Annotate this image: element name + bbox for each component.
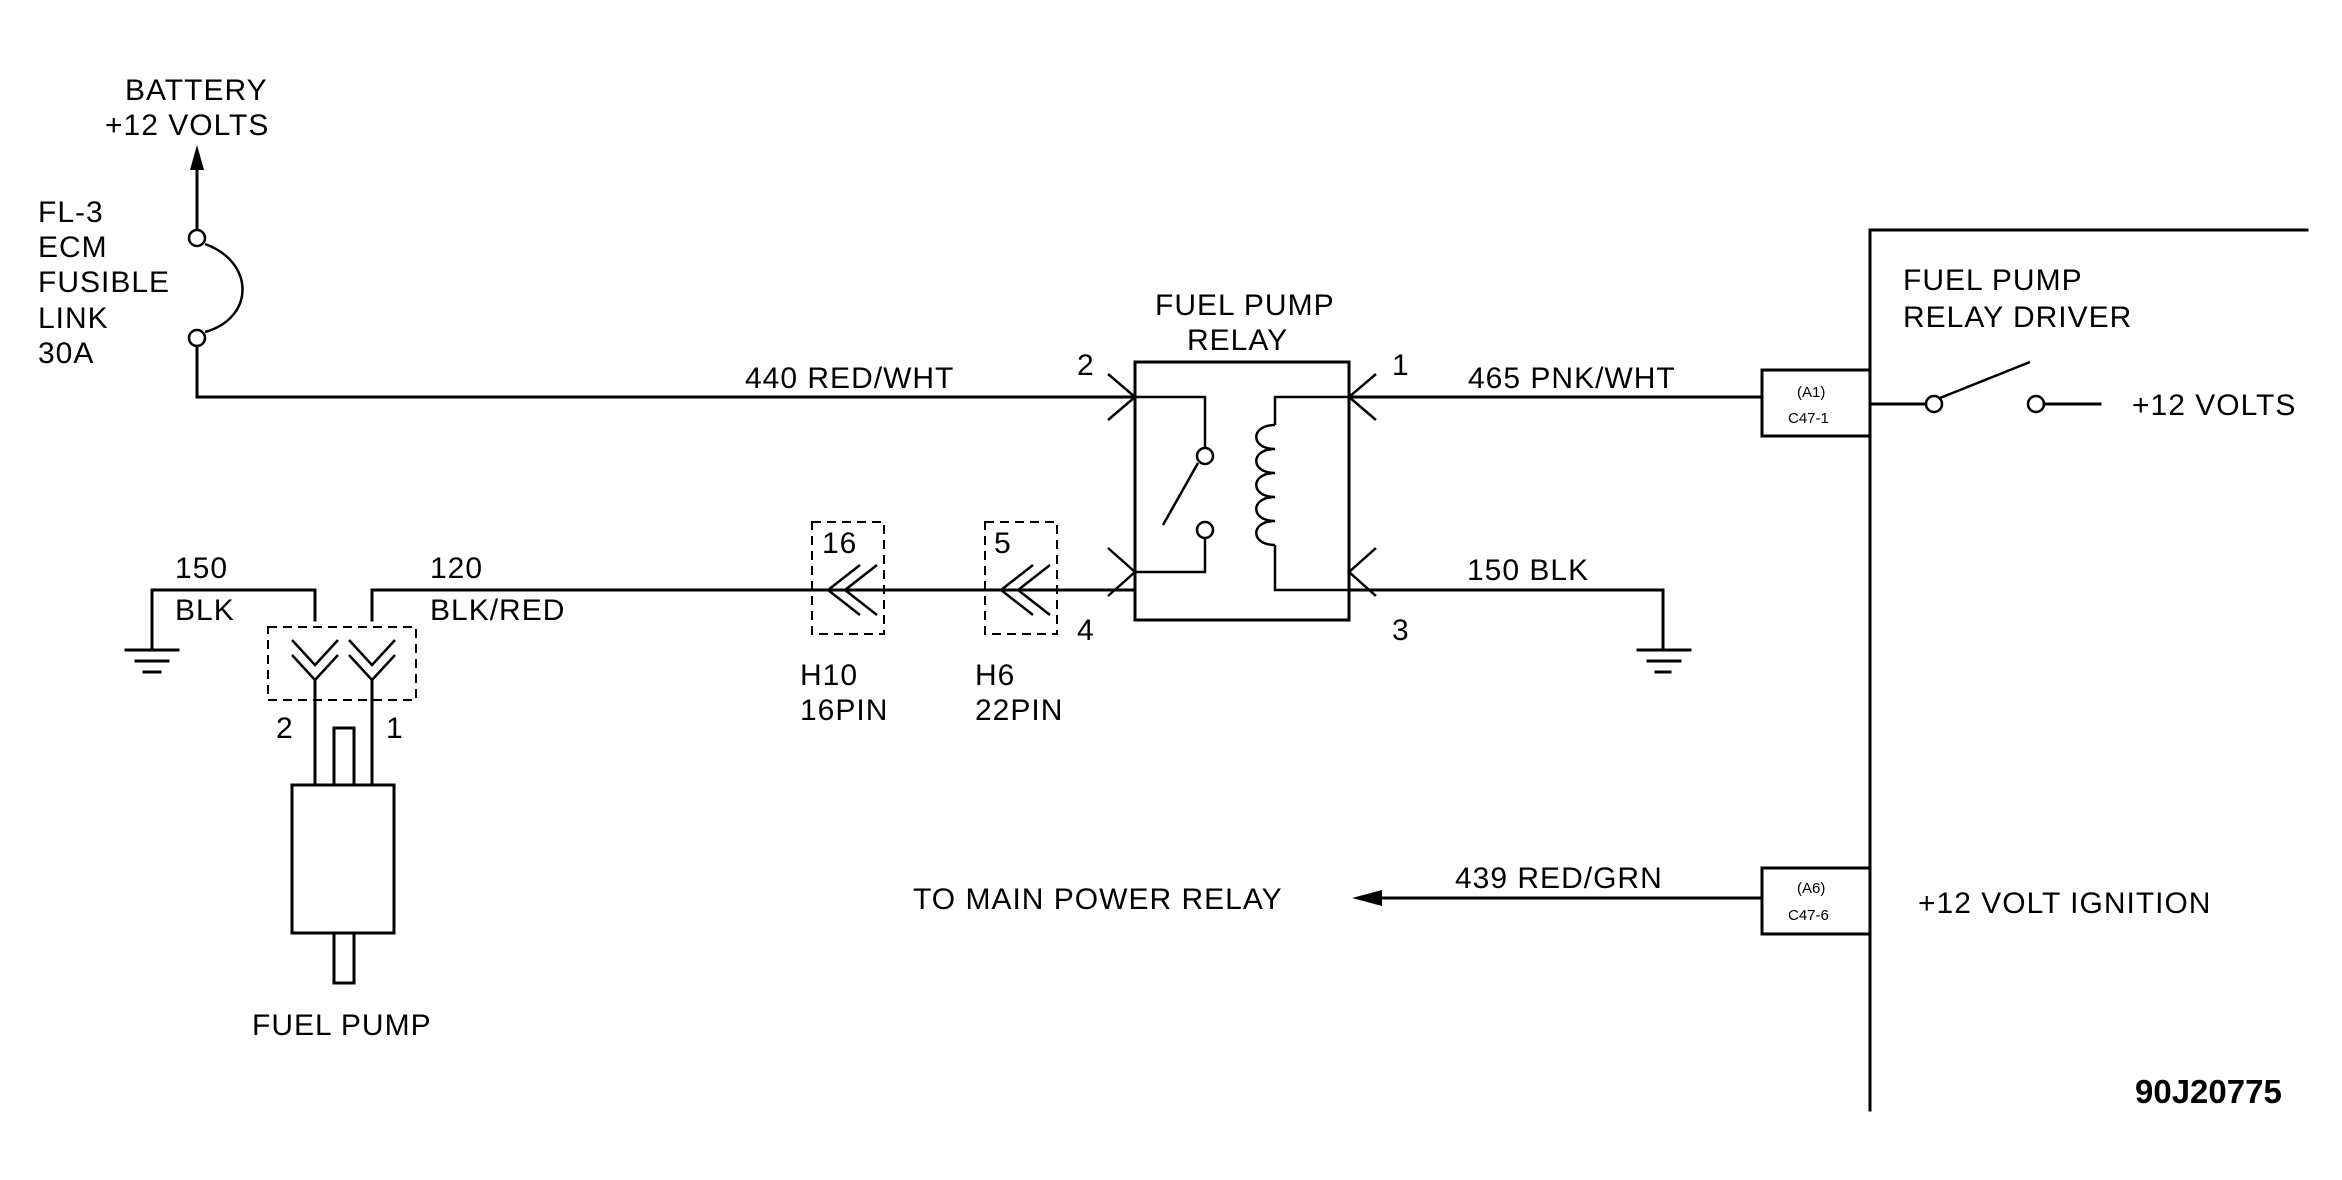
relay-contact-icon bbox=[1195, 446, 1215, 466]
connector-h10: 16 H10 16PIN bbox=[800, 521, 888, 727]
wire-440: 440 RED/WHT bbox=[195, 344, 1137, 399]
fusible-link-label-line5: 30A bbox=[38, 337, 94, 370]
wire-120-color: BLK/RED bbox=[430, 594, 565, 627]
wire-465-label: 465 PNK/WHT bbox=[1468, 362, 1676, 395]
connector-h6-pins: 22PIN bbox=[975, 694, 1063, 727]
wire-150-pump: 150 BLK bbox=[124, 552, 317, 674]
relay-coil-icon bbox=[1255, 423, 1276, 547]
fuel-pump-icon bbox=[332, 726, 356, 787]
connector-h10-name: H10 bbox=[800, 659, 858, 692]
driver-label-line1: FUEL PUMP bbox=[1903, 264, 2083, 297]
wire-150-relay-label: 150 BLK bbox=[1467, 554, 1589, 587]
wire-439: 439 RED/GRN TO MAIN POWER RELAY bbox=[913, 862, 1764, 916]
wire-440-label: 440 RED/WHT bbox=[745, 362, 954, 395]
battery-arrow-icon bbox=[190, 145, 204, 170]
ecm-pin-a6-bottom: C47-6 bbox=[1788, 907, 1829, 924]
wire-150-pump-color: BLK bbox=[175, 594, 235, 627]
battery-feed: BATTERY +12 VOLTS bbox=[105, 74, 269, 232]
fuel-pump: FUEL PUMP bbox=[252, 678, 432, 1042]
wire-120-number: 120 bbox=[430, 552, 483, 585]
ground-icon bbox=[124, 648, 180, 674]
fuel-pump-label: FUEL PUMP bbox=[252, 1009, 432, 1042]
main-power-arrow-icon bbox=[1352, 890, 1382, 906]
pump-pin-1: 1 bbox=[386, 712, 404, 745]
driver-supply-label: +12 VOLTS bbox=[2132, 389, 2296, 422]
fusible-link: FL-3 ECM FUSIBLE LINK 30A bbox=[38, 196, 244, 370]
fuel-pump-connector: 2 1 bbox=[267, 626, 417, 745]
fusible-link-label-line3: FUSIBLE bbox=[38, 266, 170, 299]
ground-icon bbox=[1636, 648, 1692, 674]
fuel-pump-relay: FUEL PUMP RELAY 2 1 4 3 bbox=[1077, 289, 1410, 647]
connector-h6-icon bbox=[998, 564, 1034, 616]
driver-switch-icon bbox=[1924, 394, 1944, 414]
driver-label-line2: RELAY DRIVER bbox=[1903, 301, 2132, 334]
wire-150-pump-number: 150 bbox=[175, 552, 228, 585]
connector-h10-cavity: 16 bbox=[822, 527, 857, 560]
connector-h10-pins: 16PIN bbox=[800, 694, 888, 727]
wire-465: 465 PNK/WHT bbox=[1347, 362, 1764, 399]
figure-code: 90J20775 bbox=[2135, 1073, 2282, 1110]
battery-label-line1: BATTERY bbox=[125, 74, 268, 107]
connector-h10-icon bbox=[825, 564, 861, 616]
wire-150-relay: 150 BLK bbox=[1347, 554, 1692, 674]
ecm-pin-a6: (A6) C47-6 bbox=[1760, 866, 1872, 936]
wire-439-label: 439 RED/GRN bbox=[1455, 862, 1663, 895]
fusible-link-label-line4: LINK bbox=[38, 302, 109, 335]
relay-pin-4: 4 bbox=[1077, 614, 1095, 647]
relay-pin-2: 2 bbox=[1077, 349, 1095, 382]
fusible-link-label-line1: FL-3 bbox=[38, 196, 104, 229]
relay-pin-1: 1 bbox=[1392, 349, 1410, 382]
pump-pin-2: 2 bbox=[276, 712, 294, 745]
ecm-pin-a1: (A1) C47-1 bbox=[1760, 368, 1872, 438]
ecm-pin-a6-top: (A6) bbox=[1797, 880, 1825, 897]
main-power-label: TO MAIN POWER RELAY bbox=[913, 883, 1283, 916]
relay-label-line1: FUEL PUMP bbox=[1155, 289, 1335, 322]
relay-label-line2: RELAY bbox=[1187, 324, 1288, 357]
relay-pin-3: 3 bbox=[1392, 614, 1410, 647]
battery-label-line2: +12 VOLTS bbox=[105, 109, 269, 142]
ecm-pin-a1-bottom: C47-1 bbox=[1788, 410, 1829, 427]
connector-h6: 5 H6 22PIN bbox=[975, 521, 1063, 727]
ignition-label: +12 VOLT IGNITION bbox=[1918, 887, 2211, 920]
connector-h6-cavity: 5 bbox=[994, 527, 1012, 560]
ecm-module: FUEL PUMP RELAY DRIVER bbox=[1868, 228, 2309, 1112]
fusible-link-label-line2: ECM bbox=[38, 231, 108, 264]
relay-driver-switch: +12 VOLTS bbox=[1868, 360, 2296, 422]
wire-120: 120 BLK/RED bbox=[370, 552, 1137, 627]
connector-h6-name: H6 bbox=[975, 659, 1015, 692]
ecm-pin-a1-top: (A1) bbox=[1797, 384, 1825, 401]
